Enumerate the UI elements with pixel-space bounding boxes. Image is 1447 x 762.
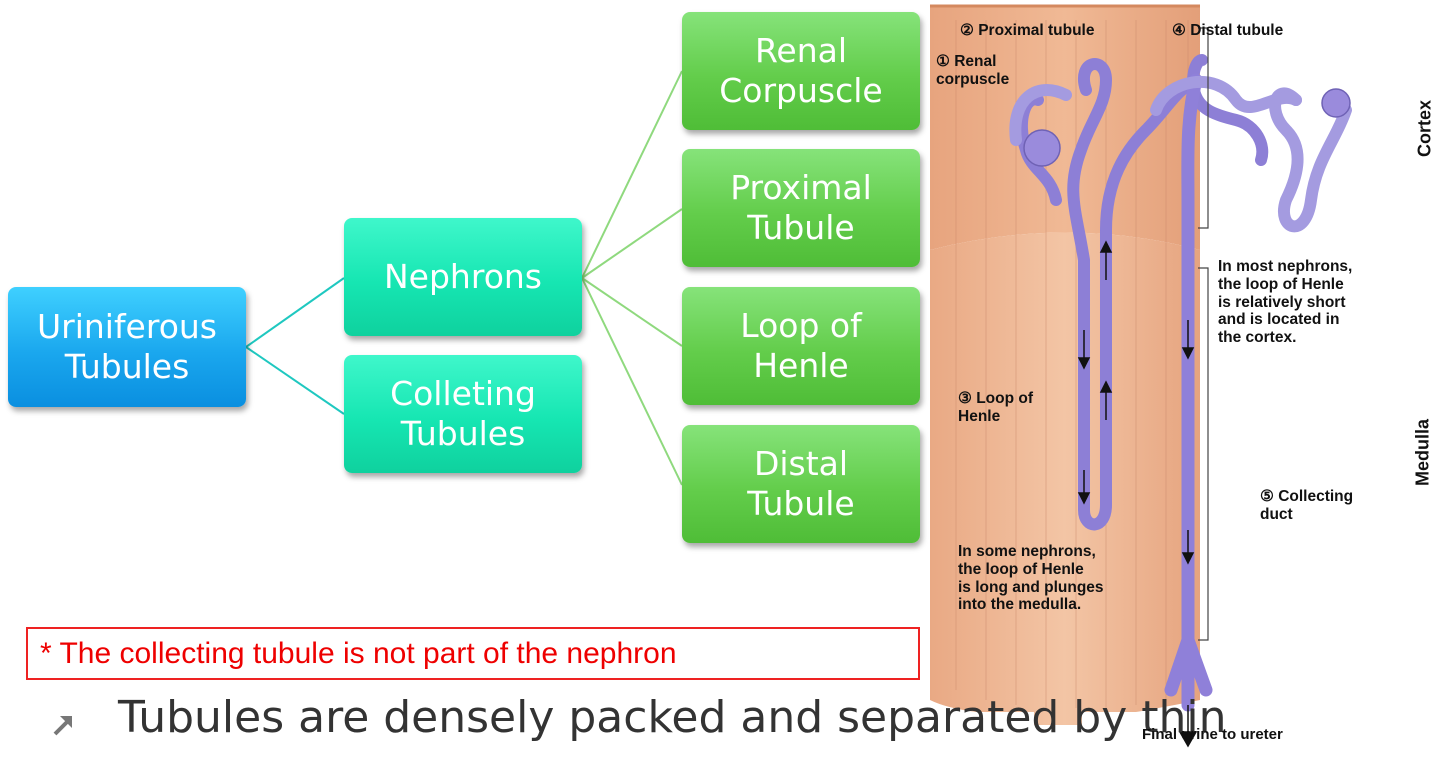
label-cortex: Cortex: [1415, 99, 1436, 159]
connector-root-nephrons: [246, 278, 344, 347]
connector-nephrons-renal: [582, 71, 682, 278]
label-loop-of-henle: ③ Loop of Henle: [958, 390, 1033, 426]
node-loop-of-henle: Loop of Henle: [682, 287, 920, 405]
label-renal-corpuscle: ① Renal corpuscle: [936, 53, 1009, 89]
label-short-loop-note: In most nephrons, the loop of Henle is r…: [1218, 258, 1352, 347]
label-long-loop-note: In some nephrons, the loop of Henle is l…: [958, 543, 1104, 614]
node-uriniferous-tubules: Uriniferous Tubules: [8, 287, 246, 407]
collecting-tubule-note: * The collecting tubule is not part of t…: [26, 627, 920, 680]
node-nephrons: Nephrons: [344, 218, 582, 336]
label-proximal-tubule: ② Proximal tubule: [960, 22, 1094, 40]
connector-nephrons-distal: [582, 278, 682, 485]
label-distal-tubule: ④ Distal tubule: [1172, 22, 1283, 40]
node-proximal-tubule: Proximal Tubule: [682, 149, 920, 267]
connector-nephrons-loop: [582, 278, 682, 346]
bullet-text: Tubules are densely packed and separated…: [118, 692, 1227, 743]
nephron-illustration: [916, 0, 1447, 762]
medulla-region: [930, 233, 1200, 726]
node-distal-tubule: Distal Tubule: [682, 425, 920, 543]
label-medulla: Medulla: [1413, 413, 1434, 493]
connector-nephrons-proximal: [582, 209, 682, 278]
cortex-region: [930, 6, 1200, 250]
label-collecting-duct: ⑤ Collecting duct: [1260, 488, 1353, 524]
node-colleting-tubules: Colleting Tubules: [344, 355, 582, 473]
label-final-urine: Final urine to ureter: [1142, 726, 1283, 743]
cortical-corpuscle: [1322, 89, 1350, 117]
note-text: * The collecting tubule is not part of t…: [40, 637, 677, 671]
connector-root-collecting: [246, 347, 344, 414]
renal-corpuscle-sphere: [1024, 130, 1060, 166]
node-renal-corpuscle: Renal Corpuscle: [682, 12, 920, 130]
arrow-up-right-icon: [50, 712, 76, 738]
